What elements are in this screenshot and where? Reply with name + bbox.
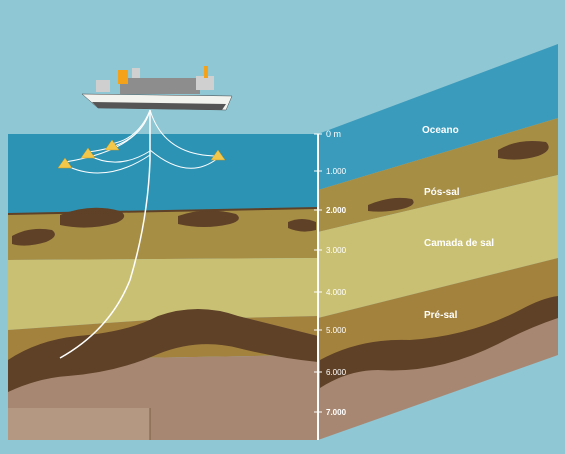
depth-label-3000: 3.000 — [326, 246, 347, 255]
riser-line-2 — [87, 109, 151, 153]
wellbore-line — [59, 110, 151, 359]
depth-label-4000: 4.000 — [326, 288, 347, 297]
front-deep-face — [8, 355, 318, 440]
front-oil-pocket-mid — [178, 210, 239, 227]
depth-label-2000: 2.000 — [326, 206, 347, 215]
depth-label-0: 0 m — [326, 129, 341, 139]
front-oil-pocket-left — [12, 228, 55, 246]
buoy-icon — [57, 139, 226, 169]
depth-label-1000: 1.000 — [326, 167, 347, 176]
depth-label-5000: 5.000 — [326, 326, 347, 335]
depth-scale-ticks — [314, 133, 322, 413]
label-ocean: Oceano — [422, 125, 459, 136]
depth-label-7000: 7.000 — [326, 408, 347, 417]
flowline-3 — [149, 149, 219, 169]
front-ocean-face — [8, 134, 318, 214]
seabed-line — [7, 207, 319, 215]
front-salt-face — [8, 258, 318, 330]
right-ocean-face — [318, 44, 558, 190]
front-bottom-band — [8, 408, 150, 440]
right-salt-face — [318, 175, 558, 318]
front-oil-layer-presal — [8, 309, 318, 392]
riser-line-3 — [109, 109, 151, 145]
ship-icon — [81, 66, 233, 111]
label-salt-layer: Camada de sal — [424, 238, 494, 249]
label-pos-sal: Pós-sal — [424, 187, 460, 198]
right-oil-pocket-upper — [498, 141, 549, 160]
riser-line-4 — [149, 109, 219, 157]
front-oil-pocket-right — [288, 219, 316, 232]
right-oil-pocket-mid — [368, 197, 414, 212]
label-pre-sal: Pré-sal — [424, 310, 458, 321]
flowline-1 — [64, 154, 151, 174]
right-oil-layer-presal — [320, 296, 558, 388]
depth-label-6000: 6.000 — [326, 368, 347, 377]
